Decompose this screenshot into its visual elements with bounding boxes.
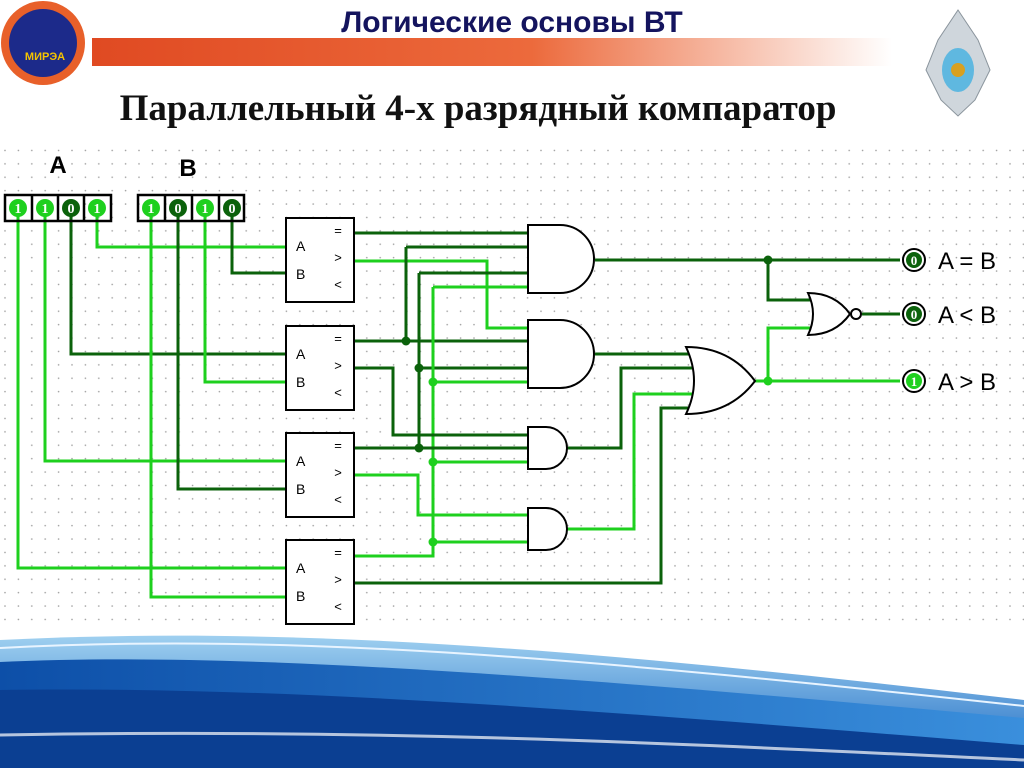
output-value: 0 bbox=[911, 307, 918, 322]
input-bit-b3[interactable]: 0 bbox=[223, 199, 241, 217]
bottom-wave-decoration bbox=[0, 635, 1024, 768]
pin-out-label: > bbox=[334, 358, 342, 373]
pin-a-label: A bbox=[296, 346, 306, 362]
or-gate-greater bbox=[684, 345, 757, 416]
pin-out-label: > bbox=[334, 250, 342, 265]
svg-text:МИРЭА: МИРЭА bbox=[25, 51, 65, 63]
pin-out-label: > bbox=[334, 465, 342, 480]
output-label: A = B bbox=[938, 248, 996, 275]
pin-out-label: < bbox=[334, 385, 342, 400]
pin-out-label: > bbox=[334, 572, 342, 587]
pin-out-label: < bbox=[334, 492, 342, 507]
svg-text:1: 1 bbox=[94, 202, 101, 217]
comparator-block-1: AB = > < bbox=[285, 217, 355, 303]
svg-text:1: 1 bbox=[202, 202, 209, 217]
coat-of-arms-emblem bbox=[925, 9, 991, 117]
and-gate-greater-2 bbox=[527, 426, 568, 470]
input-bit-a1[interactable]: 1 bbox=[36, 199, 54, 217]
nor-inversion-bubble bbox=[850, 308, 862, 320]
pin-a-label: A bbox=[296, 453, 306, 469]
input-a-label: A bbox=[49, 152, 66, 179]
grid-background bbox=[0, 142, 1024, 630]
header-title: Логические основы ВТ bbox=[341, 6, 682, 39]
output-less: 0 A < B bbox=[902, 302, 996, 329]
input-bit-b0[interactable]: 1 bbox=[142, 199, 160, 217]
pin-out-label: = bbox=[334, 223, 342, 238]
input-bit-a0[interactable]: 1 bbox=[9, 199, 27, 217]
pin-a-label: A bbox=[296, 238, 306, 254]
input-b-label: B bbox=[179, 155, 196, 182]
output-equal: 0 A = B bbox=[902, 248, 996, 275]
output-value: 1 bbox=[911, 374, 918, 389]
svg-text:0: 0 bbox=[175, 202, 182, 217]
pin-b-label: B bbox=[296, 481, 305, 497]
slide-subtitle: Параллельный 4-х разрядный компаратор bbox=[120, 88, 837, 129]
wires bbox=[16, 208, 900, 599]
pin-a-label: A bbox=[296, 560, 306, 576]
and-gate-equal bbox=[527, 224, 595, 294]
svg-text:1: 1 bbox=[148, 202, 155, 217]
input-bit-a3[interactable]: 1 bbox=[88, 199, 106, 217]
university-logo: МИРЭА bbox=[1, 1, 85, 85]
pin-out-label: < bbox=[334, 277, 342, 292]
svg-text:0: 0 bbox=[68, 202, 75, 217]
and-gate-greater-3 bbox=[527, 507, 568, 551]
comparator-block-4: AB = > < bbox=[285, 539, 355, 625]
output-value: 0 bbox=[911, 253, 918, 268]
pin-b-label: B bbox=[296, 374, 305, 390]
nor-gate-less bbox=[806, 291, 852, 337]
input-bit-b1[interactable]: 0 bbox=[169, 199, 187, 217]
and-gate-greater-1 bbox=[527, 319, 595, 389]
header-bar bbox=[92, 38, 892, 66]
pin-b-label: B bbox=[296, 588, 305, 604]
pin-out-label: = bbox=[334, 331, 342, 346]
input-bit-b2[interactable]: 1 bbox=[196, 199, 214, 217]
svg-text:1: 1 bbox=[42, 202, 49, 217]
svg-text:0: 0 bbox=[229, 202, 236, 217]
comparator-block-2: AB = > < bbox=[285, 325, 355, 411]
pin-out-label: = bbox=[334, 438, 342, 453]
output-greater: 1 A > B bbox=[902, 369, 996, 396]
output-label: A > B bbox=[938, 369, 996, 396]
pin-out-label: < bbox=[334, 599, 342, 614]
output-label: A < B bbox=[938, 302, 996, 329]
pin-b-label: B bbox=[296, 266, 305, 282]
input-bit-a2[interactable]: 0 bbox=[62, 199, 80, 217]
pin-out-label: = bbox=[334, 545, 342, 560]
comparator-block-3: AB = > < bbox=[285, 432, 355, 518]
svg-text:1: 1 bbox=[15, 202, 22, 217]
